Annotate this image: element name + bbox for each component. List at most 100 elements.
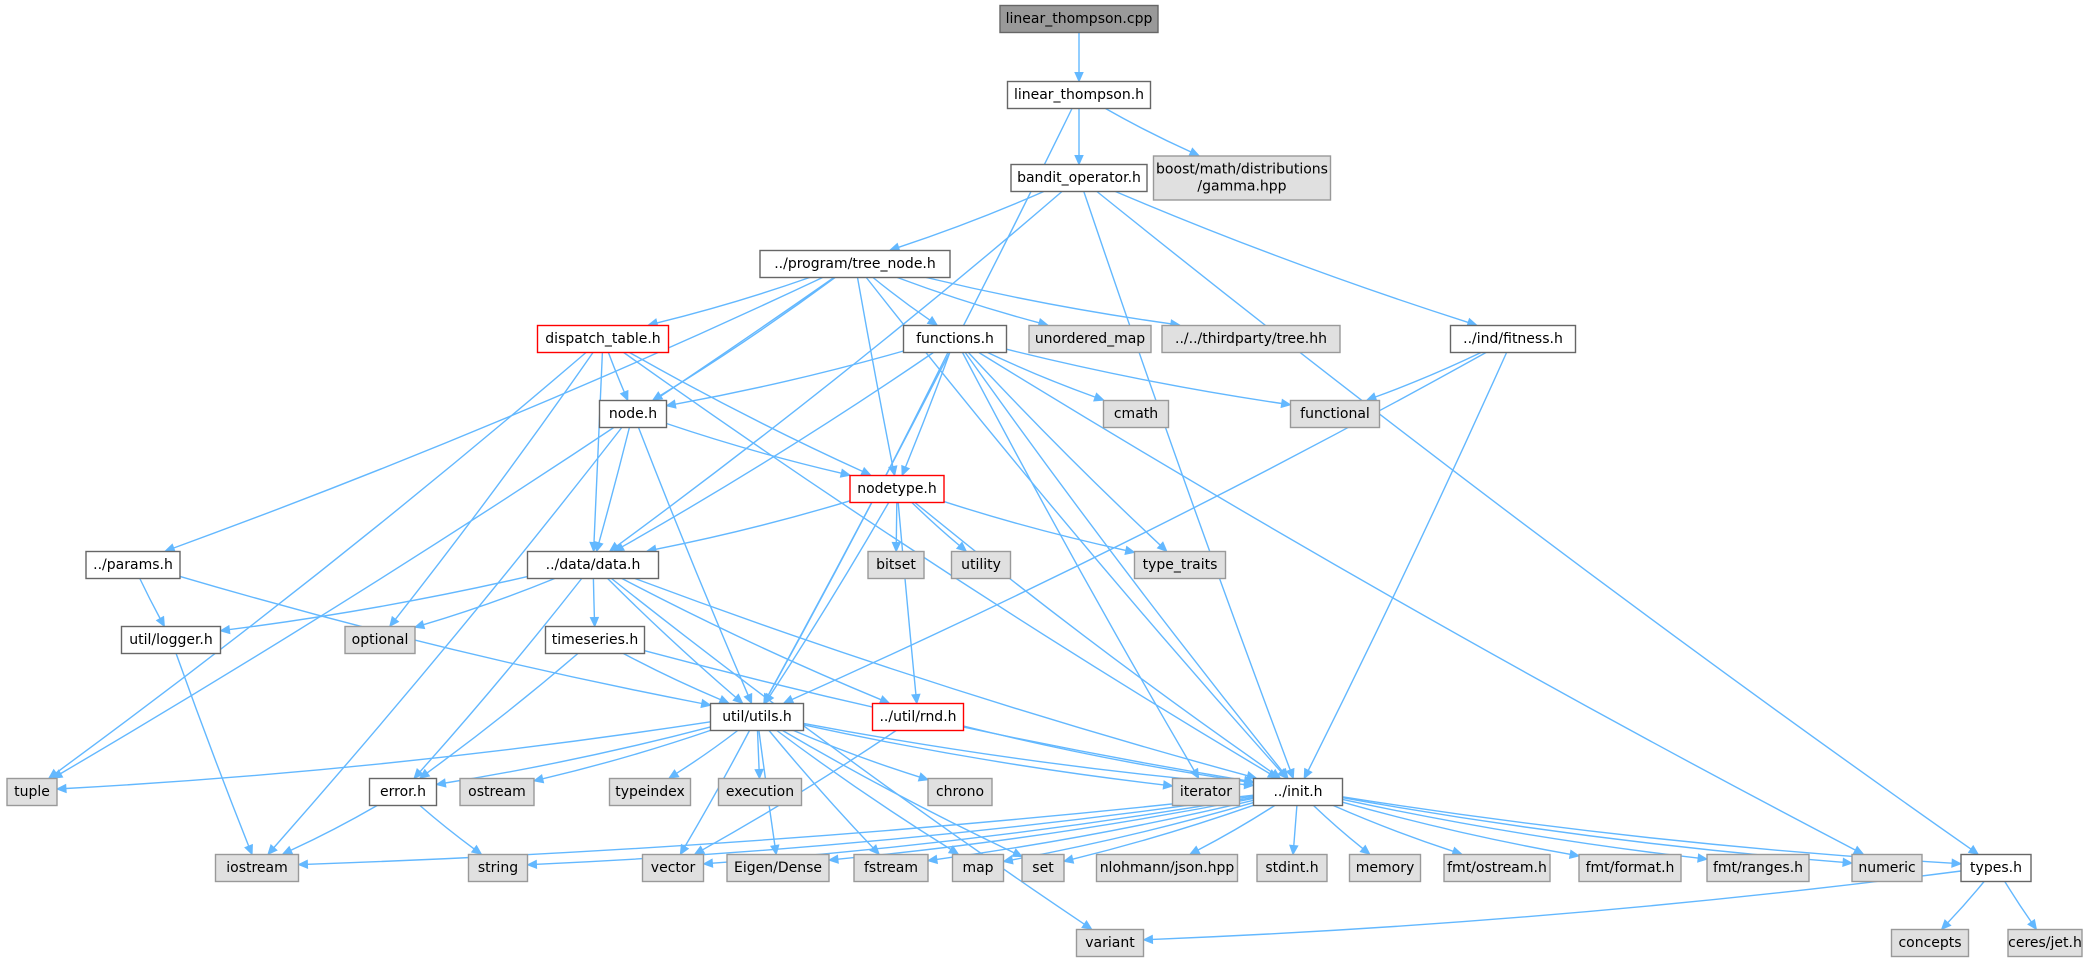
edge-line: [895, 502, 898, 543]
node-box: [6, 777, 58, 807]
edge-line: [1083, 191, 1291, 771]
dependency-edge: [926, 276, 1182, 329]
dependency-edge: [897, 502, 921, 705]
edge-line: [987, 351, 1096, 398]
node-label: error.h: [380, 784, 426, 800]
edge-arrowhead: [435, 778, 447, 788]
dependency-edge: [413, 577, 555, 630]
edge-line: [598, 427, 631, 543]
node-functions-h[interactable]: functions.h: [902, 324, 1008, 354]
edge-line: [175, 653, 250, 847]
node-vector: vector: [641, 853, 705, 883]
edge-line: [1152, 870, 1962, 941]
node-box: [1443, 853, 1551, 883]
node-box: [459, 777, 535, 807]
node-linear-thompson-cpp[interactable]: linear_thompson.cpp: [999, 4, 1159, 34]
node-params-h[interactable]: ../params.h: [85, 550, 181, 580]
edge-arrowhead: [47, 768, 60, 779]
node-types-h[interactable]: types.h: [1960, 853, 2032, 883]
node-variant: variant: [1075, 928, 1145, 958]
node-label: typeindex: [615, 784, 685, 800]
node-linear-thompson-h[interactable]: linear_thompson.h: [1006, 80, 1152, 110]
node-fstream: fstream: [853, 853, 929, 883]
dependency-edge: [526, 795, 1254, 870]
dependency-edge: [139, 578, 165, 628]
edge-arrowhead: [1189, 845, 1201, 855]
dependency-edge: [1074, 108, 1084, 166]
node-box: [536, 324, 670, 354]
node-logger-h[interactable]: util/logger.h: [120, 625, 222, 655]
edge-line: [637, 427, 749, 696]
node-label: iostream: [226, 860, 288, 876]
edge-arrowhead: [1188, 147, 1201, 157]
dependency-edge: [297, 794, 1254, 870]
dependency-edge: [1313, 804, 1371, 855]
node-utils-h[interactable]: util/utils.h: [709, 702, 805, 732]
node-box: [849, 474, 945, 504]
edge-arrowhead: [911, 693, 921, 705]
dependency-edge: [667, 729, 739, 779]
node-timeseries-h[interactable]: timeseries.h: [544, 625, 646, 655]
edge-line: [926, 276, 1171, 325]
edge-line: [1012, 801, 1254, 861]
node-label: execution: [726, 784, 794, 800]
edge-line: [290, 804, 378, 851]
node-box: [717, 777, 803, 807]
node-error-h[interactable]: error.h: [368, 777, 438, 807]
node-dispatch-table-h[interactable]: dispatch_table.h: [536, 324, 670, 354]
node-label: bandit_operator.h: [1017, 170, 1141, 186]
node-box: [1102, 399, 1170, 429]
node-label: util/logger.h: [129, 632, 213, 648]
node-tree-node-h[interactable]: ../program/tree_node.h: [759, 249, 951, 279]
node-label: ostream: [468, 784, 526, 800]
dependency-edge: [964, 352, 1289, 780]
edge-line: [872, 276, 931, 321]
node-label: map: [962, 860, 993, 876]
node-tree-hh: ../../thirdparty/tree.hh: [1161, 324, 1341, 354]
edge-line: [914, 501, 1274, 774]
node-string: string: [467, 853, 529, 883]
node-label: types.h: [1970, 860, 2022, 876]
node-box: [598, 399, 668, 429]
edge-line: [803, 722, 1245, 786]
node-node-h[interactable]: node.h: [598, 399, 668, 429]
node-nodetype-h[interactable]: nodetype.h: [849, 474, 945, 504]
node-ostream: ostream: [459, 777, 535, 807]
edge-line: [607, 352, 625, 393]
edge-line: [782, 729, 1015, 854]
node-box: [709, 702, 805, 732]
node-box: [1006, 80, 1152, 110]
edge-arrowhead: [594, 541, 604, 553]
edge-arrowhead: [878, 695, 891, 704]
edge-line: [911, 501, 960, 547]
node-label: ../init.h: [1273, 784, 1322, 800]
node-rnd-h[interactable]: ../util/rnd.h: [871, 702, 965, 732]
node-fitness-h[interactable]: ../ind/fitness.h: [1449, 324, 1577, 354]
node-label: util/utils.h: [722, 709, 792, 725]
edge-arrowhead: [589, 616, 600, 628]
dependency-edge: [634, 577, 1258, 781]
node-box: [1010, 163, 1148, 193]
node-bandit-operator-h[interactable]: bandit_operator.h: [1010, 163, 1148, 193]
edge-line: [793, 729, 920, 778]
node-label: cmath: [1114, 406, 1158, 422]
node-box: [726, 853, 830, 883]
dependency-edge: [803, 724, 1174, 790]
dependency-edge: [782, 729, 1024, 858]
edge-arrowhead: [418, 768, 431, 779]
edge-arrowhead: [389, 615, 400, 628]
node-box: [526, 550, 660, 580]
dependency-edge: [608, 190, 1063, 552]
edge-line: [656, 276, 810, 324]
edge-line: [1096, 190, 1972, 850]
node-fmt-ostream: fmt/ostream.h: [1443, 853, 1551, 883]
edge-arrowhead: [732, 693, 744, 705]
edge-arrowhead: [297, 859, 309, 870]
dependency-edge: [967, 352, 1168, 553]
node-label: /gamma.hpp: [1197, 179, 1286, 195]
node-init-h[interactable]: ../init.h: [1252, 777, 1344, 807]
node-label: vector: [651, 860, 696, 876]
edge-arrowhead: [1269, 768, 1282, 779]
node-data-h[interactable]: ../data/data.h: [526, 550, 660, 580]
dependency-edge: [763, 108, 1073, 705]
